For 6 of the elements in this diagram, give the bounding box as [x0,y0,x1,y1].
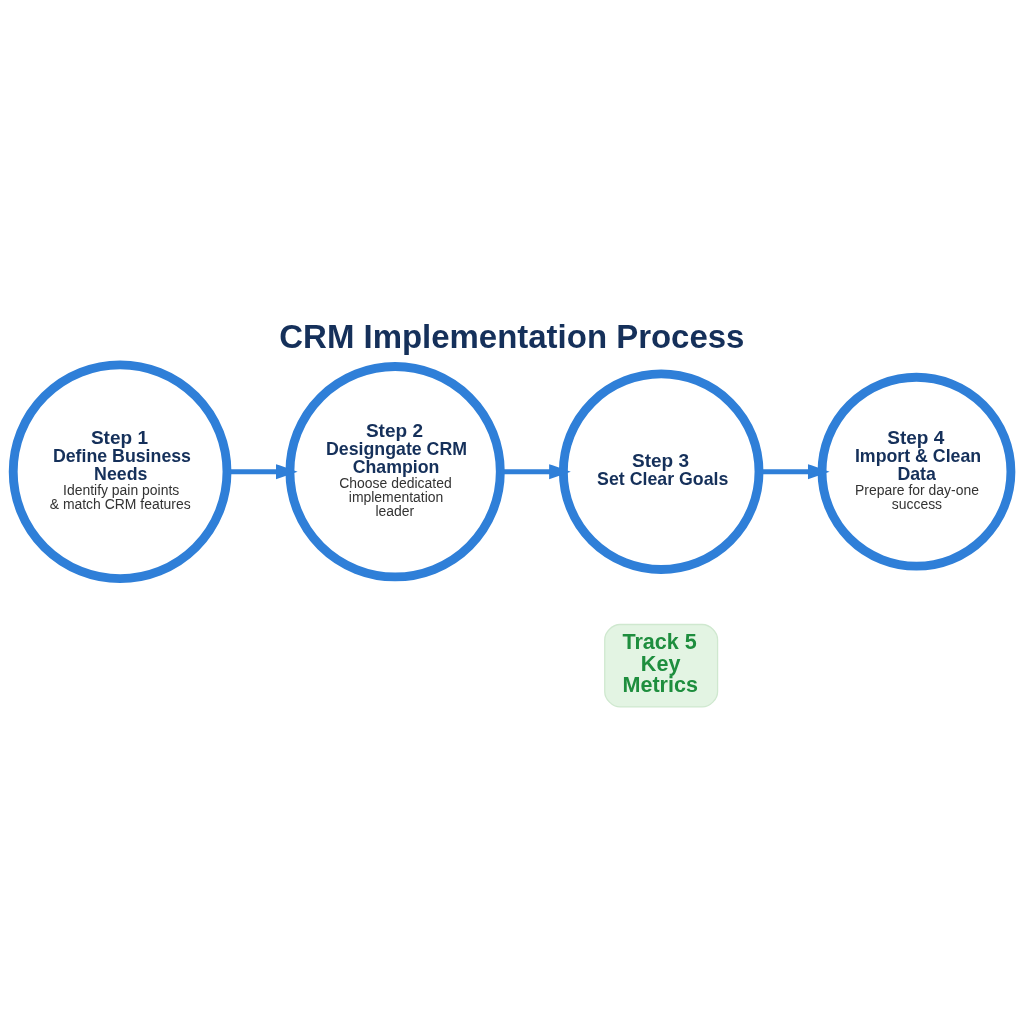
node-circle: Step 4 Import & Clean Data Prepare for day-one success [817,372,1016,571]
diagram-title: CRM Implementation Process [279,317,745,355]
node-circle: Step 3 Set Clear Goals [558,368,764,574]
node-circle: Step 2 Designgate CRM Champion Choose dedicated implementation leader [285,361,505,581]
node-box: Track 5 Key Metrics [604,623,719,708]
node-circle: Step 1 Define Business Needs Identify pain points & match CRM features [8,359,232,583]
